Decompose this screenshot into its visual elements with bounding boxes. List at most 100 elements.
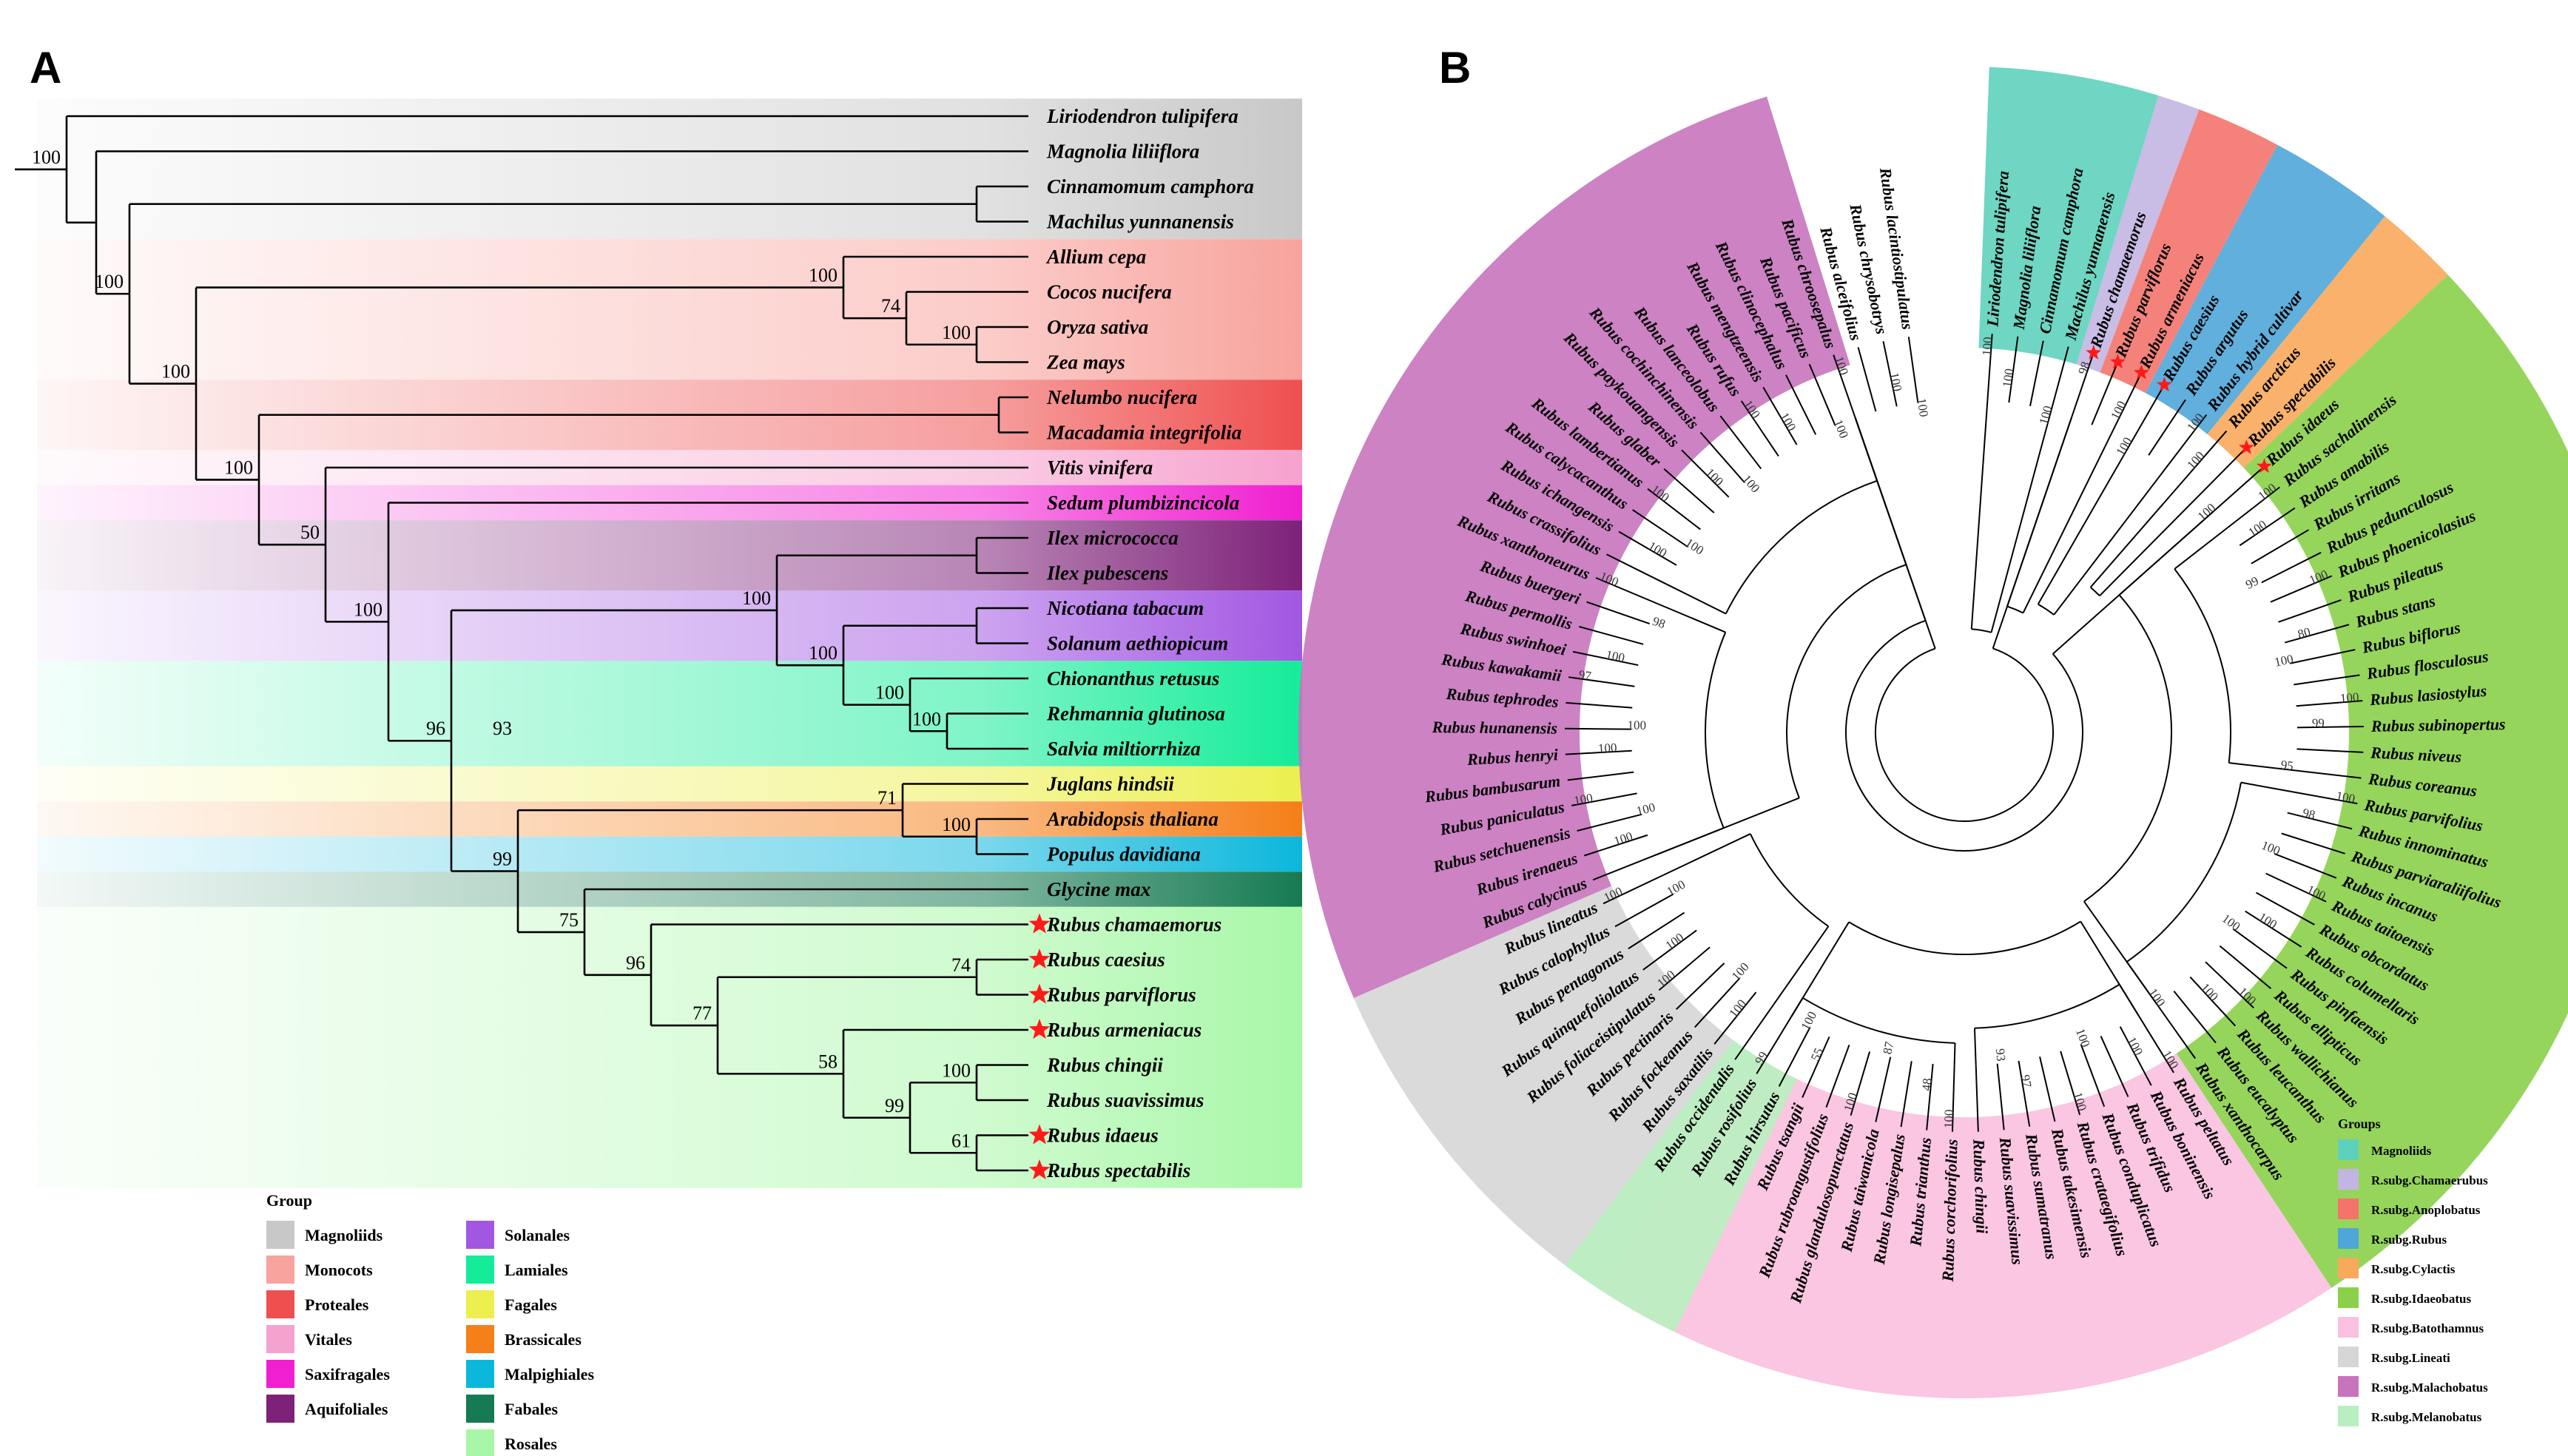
tip-branch: [1900, 1061, 1912, 1128]
tip-branch: [2197, 448, 2246, 496]
legend-a-item: Brassicales: [505, 1330, 582, 1349]
legend-b-item: R.subg.Chamaerubus: [2371, 1173, 2488, 1187]
legend-b-swatch: [2338, 1199, 2359, 1219]
legend-a-swatch: [466, 1325, 494, 1353]
tip-branch: [1778, 1027, 1811, 1087]
tip-branch: [1699, 431, 1745, 483]
legend-a-item: Saxifragales: [305, 1365, 390, 1383]
support-value: 100: [1627, 718, 1646, 732]
legend-a-item: Vitales: [305, 1330, 352, 1349]
tip-branch: [1583, 834, 1648, 857]
tip-branch: [2110, 374, 2142, 434]
clade-arc: [2174, 568, 2231, 764]
tip-branch: [2029, 340, 2044, 407]
tip-label: Rubus subinopertus: [2370, 715, 2506, 735]
tip-label: Liriodendron tulipifera: [1046, 105, 1238, 127]
clade-spoke: [1654, 827, 1725, 857]
tip-branch: [1571, 792, 1637, 806]
legend-a-swatch: [266, 1360, 294, 1388]
tip-label: Rehmannia glutinosa: [1046, 703, 1225, 725]
tip-branch: [1875, 1056, 1892, 1122]
panel-b-label: B: [1439, 43, 1471, 92]
tip-branch: [2189, 976, 2237, 1027]
panel-a-label: A: [30, 43, 61, 92]
legend-b-item: R.subg.Cylactis: [2371, 1262, 2456, 1276]
tip-label: Oryza sativa: [1047, 316, 1148, 338]
clade-band-monocots: [37, 239, 1302, 380]
legend-a-item: Fabales: [505, 1400, 559, 1418]
support-value: 97: [2018, 1074, 2035, 1088]
legend-a-swatch: [266, 1256, 294, 1284]
support-value: 96: [426, 718, 445, 739]
tip-branch: [2100, 1036, 2129, 1097]
legend-b-title: Groups: [2338, 1116, 2381, 1131]
red-star-icon: [1028, 1124, 1051, 1145]
clade-spoke: [1992, 417, 2073, 649]
tip-branch: [1762, 386, 1798, 445]
support-value: 100: [742, 587, 771, 609]
legend-a-item: Rosales: [505, 1435, 557, 1453]
legend-a-item: Solanales: [505, 1226, 570, 1244]
red-star-icon: [1028, 983, 1051, 1004]
clade-arc: [1848, 920, 2081, 955]
support-value: 96: [626, 952, 645, 974]
red-star-icon: [1028, 1159, 1051, 1180]
tip-label: Rubus chingii: [1046, 1054, 1163, 1076]
group-wedge-r-subg-rubus: [2145, 144, 2385, 434]
support-value: 95: [2280, 758, 2294, 773]
tip-branch: [1628, 911, 1685, 950]
tip-branch: [2270, 575, 2333, 603]
red-star-icon: [2110, 354, 2126, 369]
tip-label: Juglans hindsii: [1046, 773, 1174, 795]
red-star-icon: [2238, 439, 2254, 454]
legend-a-item: Aquifoliales: [305, 1400, 388, 1418]
legend-a-swatch: [466, 1256, 494, 1284]
tip-branch: [2182, 430, 2228, 482]
support-value: 99: [2243, 573, 2261, 592]
group-wedge-r-subg-idaeobatus: [2176, 274, 2568, 1288]
clade-spoke: [2052, 510, 2214, 655]
tip-branch: [2255, 892, 2315, 926]
support-value: 97: [1578, 667, 1593, 683]
tip-branch: [1756, 1016, 1792, 1074]
support-value: 100: [942, 814, 971, 835]
tip-branch: [2287, 812, 2353, 830]
support-value: 100: [354, 599, 382, 620]
support-value: 100: [1573, 791, 1594, 808]
red-star-icon: [1028, 1019, 1051, 1039]
tip-label: Rubus parviflorus: [1046, 984, 1196, 1006]
support-value: 55: [1808, 1046, 1826, 1063]
red-star-icon: [2156, 377, 2172, 392]
tip-label: Cinnamomum camphora: [1047, 175, 1254, 198]
tip-branch: [1572, 650, 1639, 667]
clade-spoke: [1665, 583, 1727, 615]
legend-b-swatch: [2338, 1228, 2359, 1249]
legend-a-item: Proteales: [305, 1295, 369, 1314]
support-value: 77: [692, 1002, 712, 1024]
support-value: 98: [2301, 806, 2316, 823]
tip-branch: [1850, 1051, 1871, 1116]
tip-branch: [1618, 530, 1677, 566]
support-value: 100: [32, 146, 61, 168]
tip-branch: [2173, 990, 2217, 1044]
tip-branch: [2251, 529, 2309, 564]
tip-label: Solanum aethiopicum: [1047, 633, 1228, 655]
clade-band-malpighiales: [37, 836, 1302, 872]
legend-b-swatch: [2338, 1139, 2359, 1160]
tip-branch: [1586, 601, 1651, 624]
clade-spoke: [2099, 495, 2200, 596]
red-star-icon: [1028, 913, 1051, 934]
tip-branch: [1568, 676, 1635, 687]
tip-label: Sedum plumbizincicola: [1047, 492, 1239, 514]
support-value: 74: [881, 295, 900, 317]
clade-arc: [1786, 564, 1907, 798]
legend-b-swatch: [2338, 1258, 2359, 1278]
tip-branch: [2265, 872, 2327, 903]
group-wedge-r-subg-malachobatus: [1298, 96, 1850, 999]
legend-a-swatch: [466, 1360, 494, 1388]
tip-branch: [2060, 1051, 2081, 1116]
tip-branch: [2294, 769, 2362, 779]
tip-branch: [1713, 991, 1757, 1045]
legend-b-swatch: [2338, 1169, 2359, 1190]
clade-spoke: [1662, 833, 1751, 876]
